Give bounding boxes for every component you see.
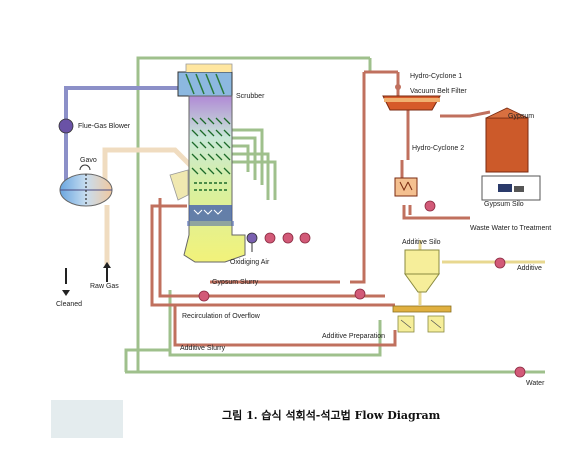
label-oxidizing-air: Oxidiging Air [230, 259, 270, 266]
label-gypsum-slurry: Gypsum Slurry [212, 279, 259, 286]
gavo-heat-exchanger [59, 164, 113, 207]
label-gypsum-silo: Gypsum Silo [484, 201, 524, 208]
gas-lines [64, 86, 180, 188]
scrubber-tower [169, 63, 246, 263]
label-recirculation: Recirculation of Overflow [182, 313, 261, 320]
label-flue-gas-blower: Flue-Gas Blower [78, 123, 131, 130]
label-raw-gas: Raw Gas [90, 283, 119, 290]
label-additive-slurry: Additive Slurry [180, 345, 226, 352]
label-additive: Additive [517, 265, 542, 272]
label-scrubber: Scrubber [236, 93, 265, 100]
flow-arrows [62, 262, 111, 296]
label-additive-silo: Additive Silo [402, 239, 441, 246]
label-gavo: Gavo [80, 157, 97, 164]
hydro-cyclone-2 [394, 177, 418, 197]
flue-gas-blower-icon [58, 118, 74, 134]
label-additive-preparation: Additive Preparation [322, 333, 385, 340]
gypsum-silo [481, 175, 541, 201]
vacuum-belt-filter [382, 84, 441, 111]
water-lines [124, 56, 545, 374]
slurry-lines [150, 70, 491, 347]
label-waste-water: Waste Water to Treatment [470, 225, 551, 232]
label-gypsum: Gypsum [508, 113, 534, 120]
pump-icons [198, 200, 526, 378]
label-vacuum-belt-filter: Vacuum Belt Filter [410, 88, 467, 95]
label-water: Water [526, 380, 545, 387]
additive-preparation [392, 305, 452, 333]
label-hydro-cyclone-1: Hydro-Cyclone 1 [410, 73, 462, 80]
raw-gas-lines [102, 147, 197, 265]
additive-silo [404, 249, 440, 293]
gypsum-tank [485, 107, 529, 173]
label-cleaned: Cleaned [56, 301, 82, 308]
figure-caption: 그림 1. 습식 석회석-석고법 Flow Diagram [222, 409, 441, 422]
oxidizing-air-blower-icon [246, 232, 258, 252]
color-swatch-box [51, 400, 123, 438]
label-hydro-cyclone-2: Hydro-Cyclone 2 [412, 145, 464, 152]
